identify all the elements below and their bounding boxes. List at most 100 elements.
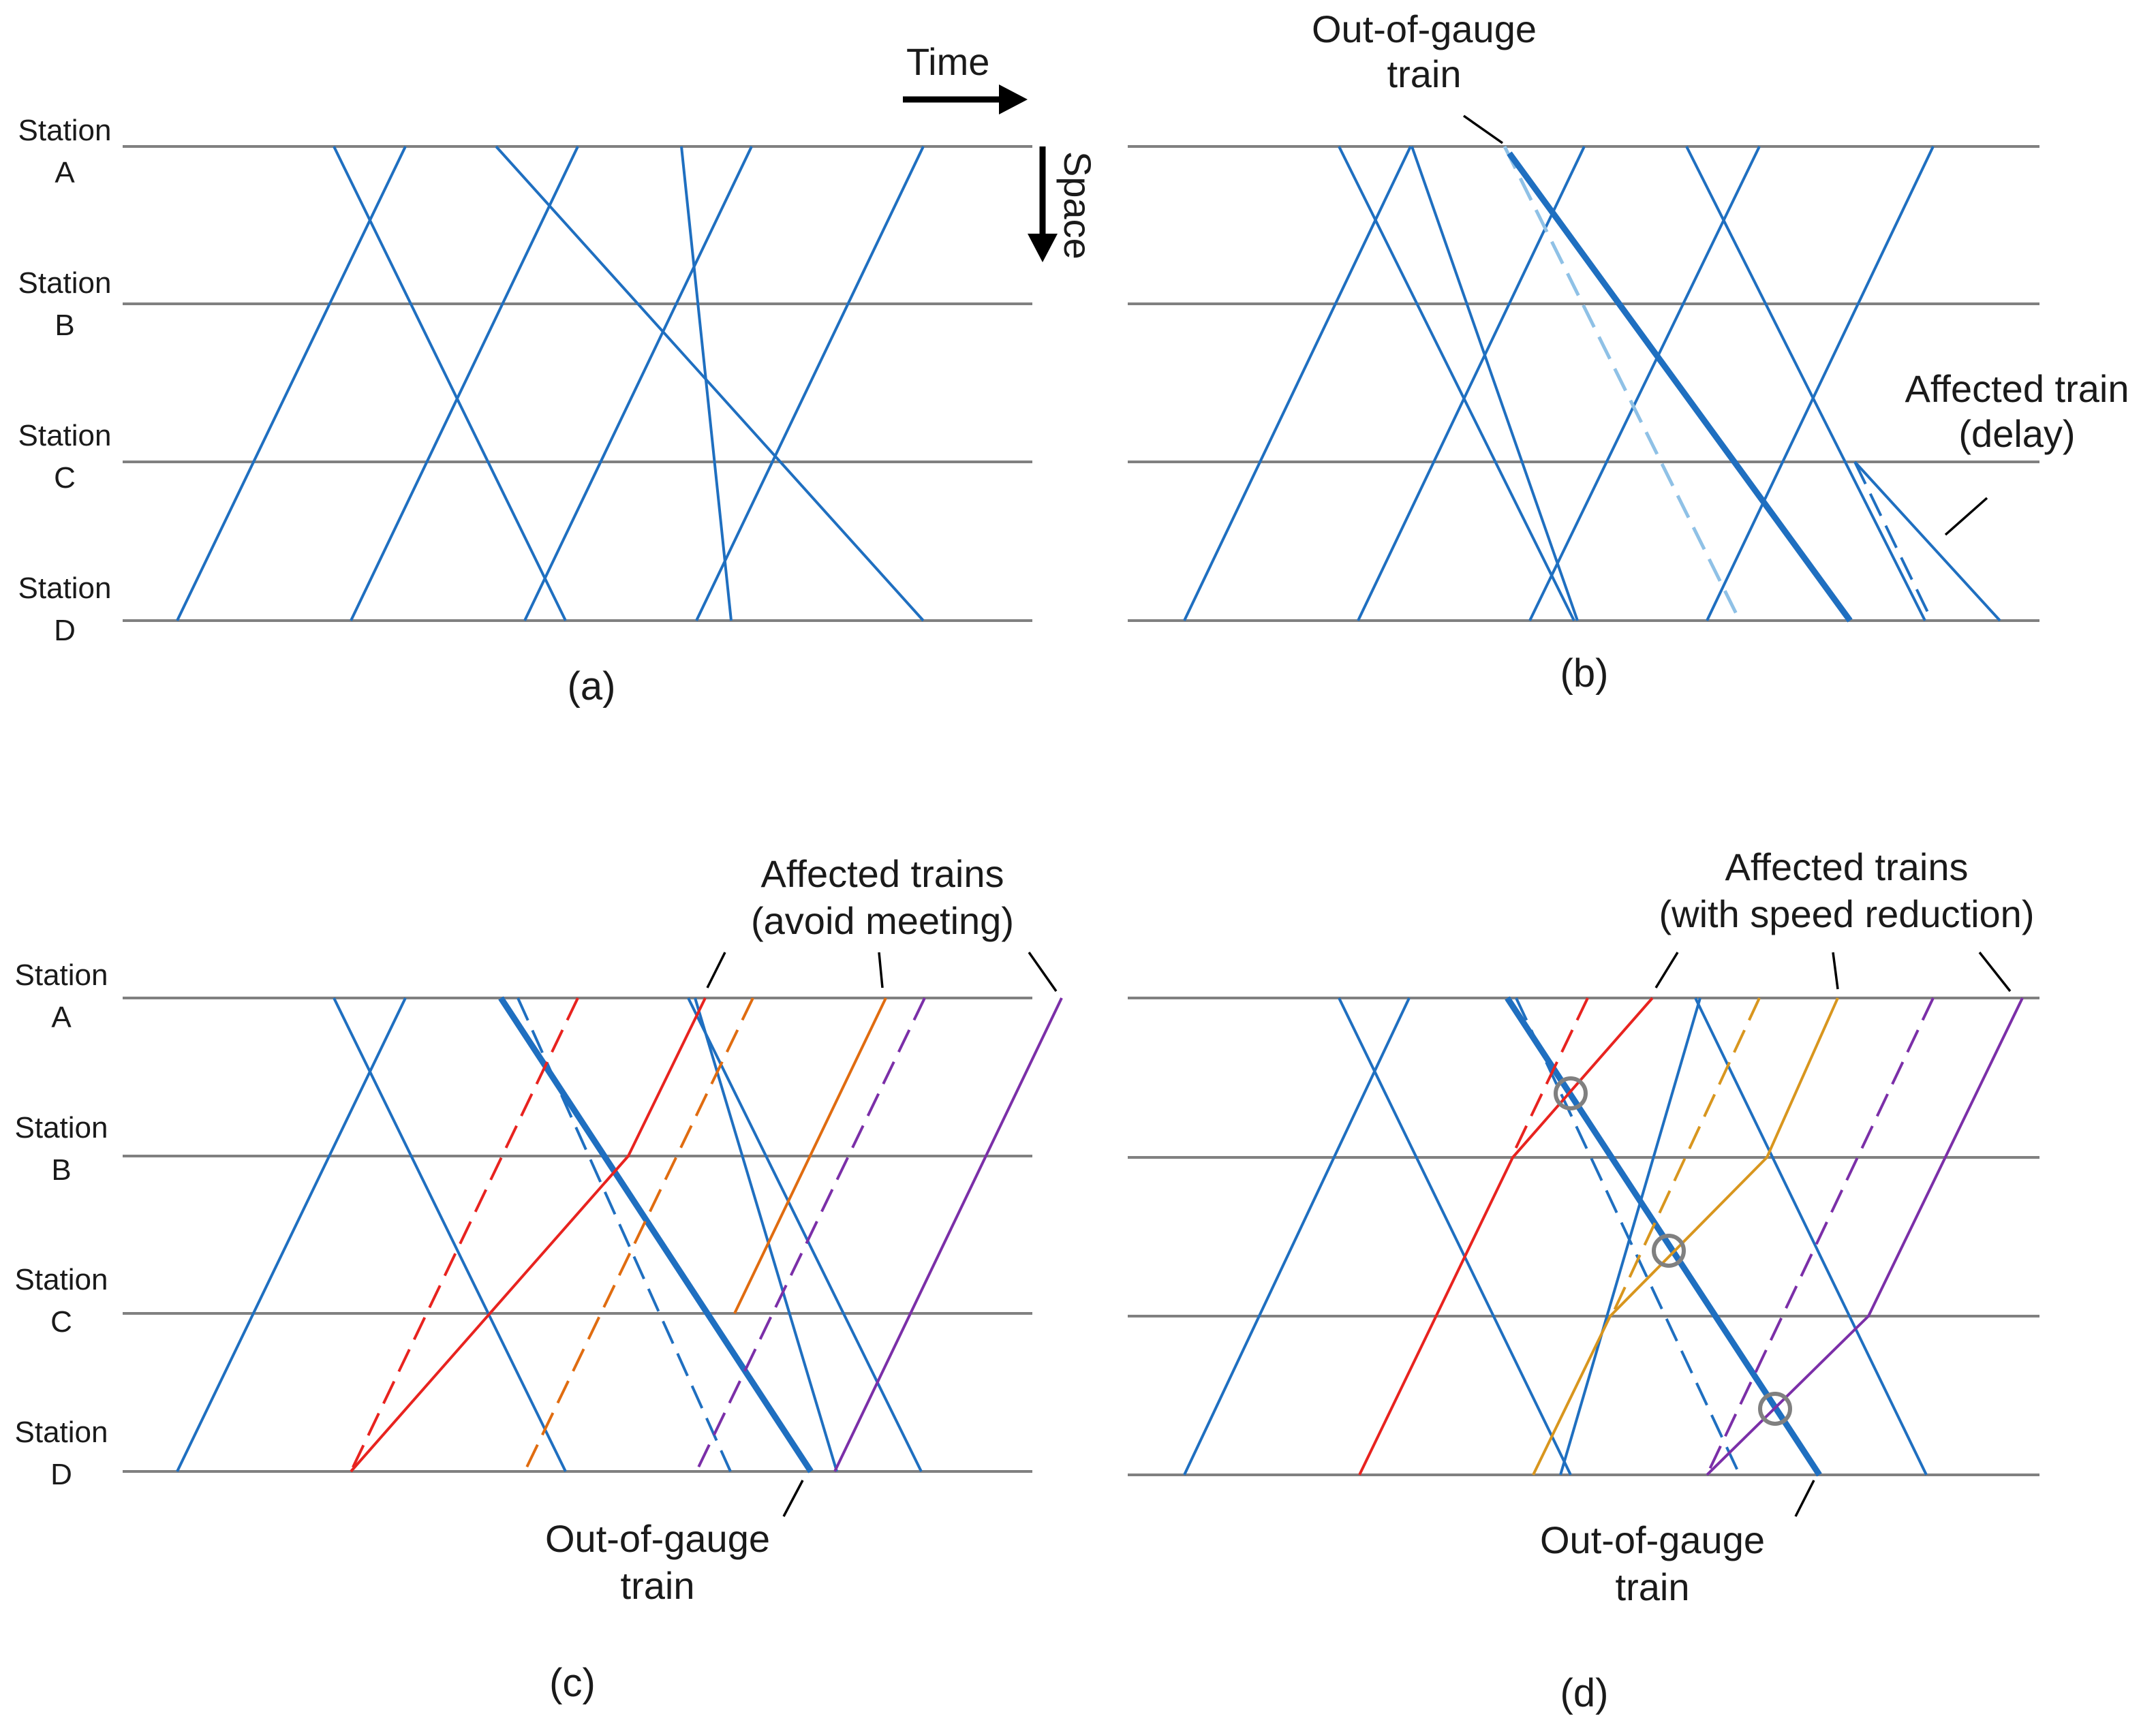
affected-train-orange-original-path [523,997,754,1472]
affected-trains-leader-purple [1978,951,2012,993]
space-axis-label: Space [1056,151,1099,260]
station-b-letter: B [55,309,74,342]
affected-trains-label-line1: Affected trains [1725,845,1969,888]
train-path [1528,146,1761,621]
train-paths [1183,996,2024,1477]
affected-trains-label-line2: (with speed reduction) [1659,892,2035,935]
station-c-letter: C [54,461,76,495]
train-path [1338,997,1572,1476]
train-path [1694,997,1928,1476]
train-paths [1183,145,2001,623]
train-path [176,997,407,1472]
train-path [1338,146,1575,621]
station-gridlines [1128,145,2039,622]
station-c-letter: C [50,1305,72,1339]
train-paths [176,145,925,622]
station-gridlines [123,997,1032,1473]
affected-train-red-original-path [350,997,579,1472]
oog-train-label-line1: Out-of-gauge [545,1517,770,1560]
oog-train-path [1507,151,1853,623]
annotations: Out-of-gauge train Affected train (delay… [1312,7,2129,536]
affected-train-label-line1: Affected train [1905,367,2129,410]
affected-trains-leader-red [1654,952,1679,988]
station-d-letter: D [54,614,76,647]
train-path [680,146,733,621]
panel-a: (a) [123,145,1032,708]
train-path [350,146,579,621]
station-d-label: Station [15,1416,108,1449]
affected-train-red-path [1358,997,1654,1476]
oog-train-label-line2: train [621,1564,695,1607]
station-labels-top: Station A Station B Station C Station D [18,114,112,647]
train-path [495,145,925,622]
affected-trains-label-line1: Affected trains [761,852,1004,895]
affected-train-leader [1944,497,1988,536]
affected-train-original-path [1853,461,1933,621]
train-path [333,146,567,621]
train-path [1357,146,1586,621]
station-a-label: Station [15,958,108,992]
station-b-label: Station [15,1111,108,1144]
oog-train-label-line2: train [1387,52,1462,95]
conflict-markers [1554,1076,1792,1426]
oog-train-leader [1794,1480,1815,1517]
station-d-letter: D [50,1458,72,1491]
train-path [1183,146,1412,621]
oog-train-leader [1462,114,1504,144]
time-axis-label: Time [906,40,989,83]
oog-train-label-line1: Out-of-gauge [1540,1518,1765,1561]
affected-train-purple-path [1706,997,2024,1476]
affected-train-purple-original-path [695,997,926,1472]
annotations: Affected trains (avoid meeting) Out-of-g… [545,852,1058,1607]
train-path [694,997,838,1472]
time-arrow-icon [999,84,1028,114]
panel-label: (c) [549,1661,596,1705]
station-c-label: Station [18,419,112,452]
space-arrow-icon [1028,234,1058,262]
affected-train-orange-path [733,997,887,1314]
train-path [333,997,567,1472]
station-a-label: Station [18,114,112,147]
train-paths [176,996,1063,1473]
affected-train-red-original-path [1510,997,1589,1158]
train-path [523,146,753,621]
affected-train-gold-path [1532,997,1839,1476]
train-path [1411,146,1579,621]
station-a-letter: A [51,1001,72,1034]
affected-trains-leader-purple [1028,951,1058,993]
panel-b: Out-of-gauge train Affected train (delay… [1128,7,2129,696]
oog-train-leader [782,1480,804,1517]
annotations: Affected trains (with speed reduction) O… [1540,845,2034,1608]
oog-train-label-line1: Out-of-gauge [1312,7,1537,50]
affected-train-label-line2: (delay) [1958,412,2075,455]
train-path [176,146,407,621]
conflict-marker-icon [1652,1234,1686,1268]
train-path [1685,146,1926,621]
axis-indicators: Time Space [903,40,1099,262]
affected-trains-leader-orange [878,952,884,988]
train-path [687,997,923,1472]
panel-label: (d) [1560,1671,1609,1715]
conflict-marker-icon [1554,1076,1588,1110]
affected-train-purple-path [833,997,1063,1472]
affected-train-red-path [350,997,707,1473]
station-b-label: Station [18,266,112,300]
station-b-letter: B [51,1153,71,1187]
station-c-label: Station [15,1263,108,1296]
oog-train-original-path [1503,145,1742,622]
train-path [1706,146,1935,621]
train-path [695,146,925,621]
panel-d: Affected trains (with speed reduction) O… [1128,845,2039,1715]
oog-train-label-line2: train [1616,1565,1690,1608]
affected-train-gold-original-path [1610,997,1761,1317]
affected-trains-leader-red [706,952,726,988]
panel-c: Affected trains (avoid meeting) Out-of-g… [123,852,1063,1705]
station-labels-bottom: Station A Station B Station C Station D [15,958,108,1491]
station-gridlines [123,145,1032,622]
oog-train-path [498,996,814,1473]
panel-label: (b) [1560,651,1609,696]
station-gridlines [1128,997,2039,1476]
affected-train-purple-original-path [1706,997,1935,1476]
panel-label: (a) [568,664,616,708]
